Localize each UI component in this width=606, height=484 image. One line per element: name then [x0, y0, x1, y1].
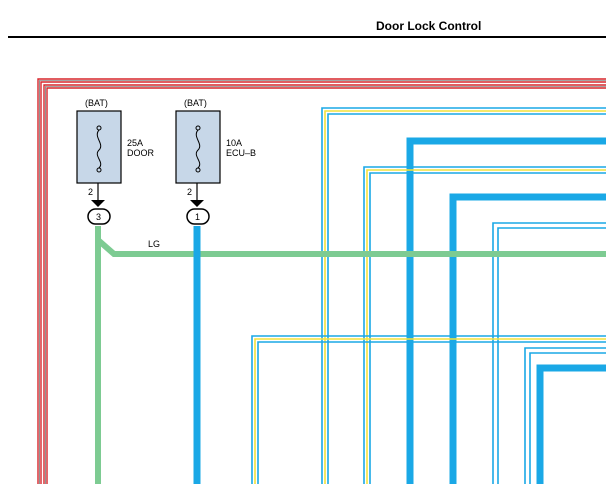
fuse-ecu-b-pin: 2 [187, 187, 192, 197]
wire-bundle-outer [251, 107, 606, 484]
fuse-ecu-b: (BAT) 10A ECU–B 2 1 [175, 98, 256, 225]
fuse-door: (BAT) 25A DOOR 2 3 [76, 98, 155, 225]
connector-1 [186, 208, 210, 225]
fuse-ecu-b-rating: 10A [226, 138, 242, 148]
fuse-door-rating: 25A [127, 138, 143, 148]
fuse-ecu-b-element [195, 129, 201, 169]
frame-border [37, 78, 606, 484]
fuse-door-element [96, 129, 102, 169]
fuse-ecu-b-source: (BAT) [184, 98, 207, 108]
fuse-door-pin: 2 [88, 187, 93, 197]
connector-3 [87, 208, 111, 225]
wire-label-lg: LG [148, 239, 160, 249]
connector-3-number: 3 [96, 212, 101, 222]
fuse-ecu-b-name: ECU–B [226, 148, 256, 158]
fuse-door-name: DOOR [127, 148, 155, 158]
fuse-door-terminal-arrow [91, 200, 105, 207]
connector-1-number: 1 [195, 212, 200, 222]
wire-lg [95, 226, 606, 484]
fuse-door-source: (BAT) [85, 98, 108, 108]
fuse-ecu-b-terminal-arrow [190, 200, 204, 207]
page-title: Door Lock Control [376, 19, 482, 33]
